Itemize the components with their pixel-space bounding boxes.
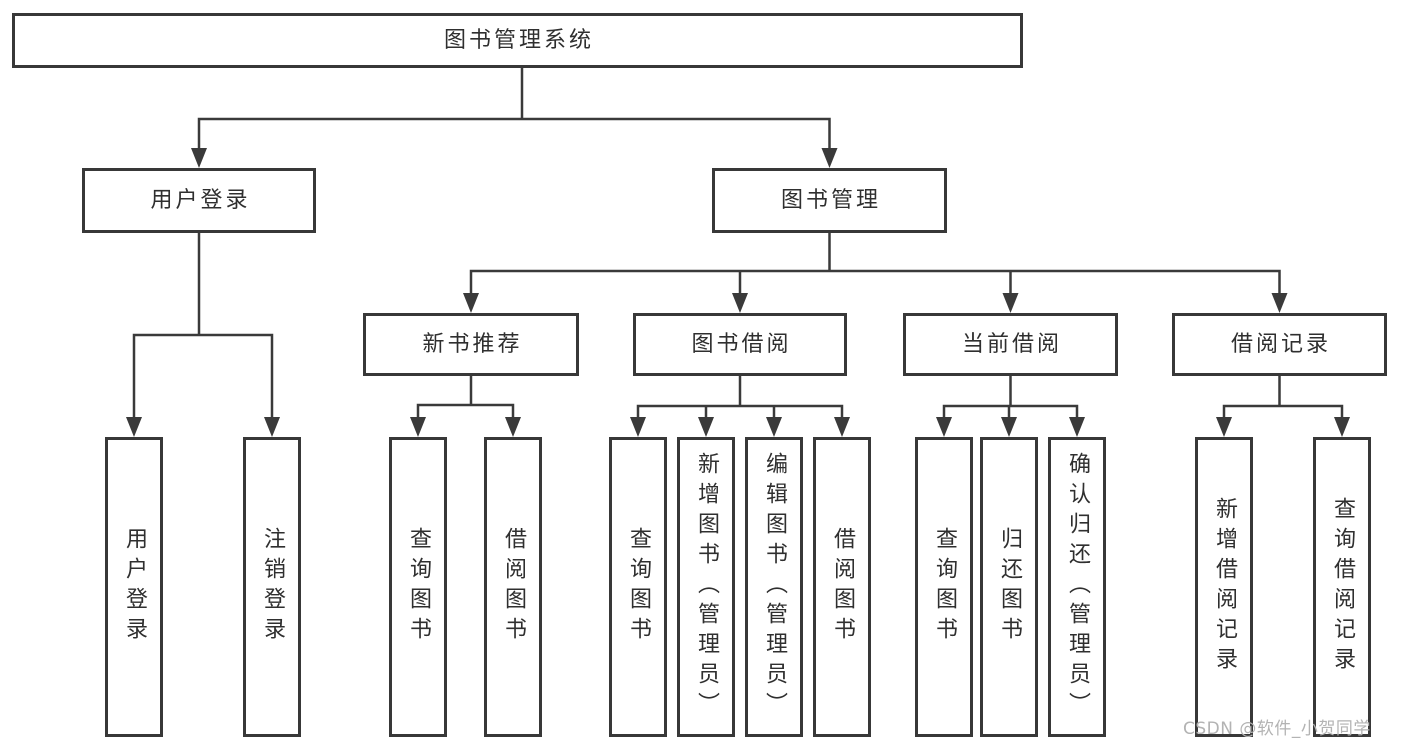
node-leaf-confirm: 确认归还（管理员） [1048,437,1106,737]
node-leaf-borrow-2: 借阅图书 [813,437,871,737]
node-leaf-query-1: 查询图书 [389,437,447,737]
node-leaf-return: 归还图书 [980,437,1038,737]
arrowhead-to-borrow [732,293,748,313]
arrowhead-to-leaf-add-book [698,417,714,437]
edges-from-borrow [630,374,850,437]
node-leaf-query-3: 查询图书 [915,437,973,737]
arrowhead-to-leaf-user-login [126,417,142,437]
edges-from-user-login [126,231,280,437]
arrowhead-to-book-mgmt [821,148,838,168]
node-current: 当前借阅 [903,313,1118,376]
edge-path-from-records [1222,374,1344,423]
arrowhead-to-leaf-edit-book [766,417,782,437]
arrowhead-to-leaf-query-1 [410,417,426,437]
edges-from-records [1216,374,1350,437]
arrowhead-to-leaf-borrow-1 [505,417,521,437]
node-leaf-logout: 注销登录 [243,437,301,737]
arrowhead-to-records [1271,293,1288,313]
edges-from-root [191,66,838,168]
arrowhead-to-leaf-query-record [1334,417,1350,437]
edges-from-new-rec [410,374,521,437]
edges-from-book-mgmt [463,231,1288,313]
arrowhead-to-current [1002,293,1019,313]
node-leaf-edit-book: 编辑图书（管理员） [745,437,803,737]
arrowhead-to-leaf-confirm [1069,417,1085,437]
node-leaf-query-2: 查询图书 [609,437,667,737]
edge-path-from-book-mgmt [469,231,1281,299]
arrowhead-to-leaf-query-2 [630,417,646,437]
node-leaf-query-record: 查询借阅记录 [1313,437,1371,737]
edge-path-from-root [197,66,831,154]
edge-path-from-user-login [132,231,274,423]
node-user-login: 用户登录 [82,168,316,233]
node-leaf-add-record: 新增借阅记录 [1195,437,1253,737]
node-leaf-user-login: 用户登录 [105,437,163,737]
edge-path-from-borrow [636,374,844,423]
arrowhead-to-new-rec [463,293,479,313]
arrowhead-to-leaf-return [1001,417,1017,437]
node-root: 图书管理系统 [12,13,1023,68]
arrowhead-to-user-login [191,148,207,168]
edges-from-current [936,374,1085,437]
arrowhead-to-leaf-borrow-2 [834,417,850,437]
arrowhead-to-leaf-query-3 [936,417,952,437]
node-records: 借阅记录 [1172,313,1387,376]
arrowhead-to-leaf-logout [264,417,280,437]
watermark-text: CSDN @软件_小贺同学 [1183,719,1371,739]
node-new-rec: 新书推荐 [363,313,579,376]
node-borrow: 图书借阅 [633,313,847,376]
edge-path-from-current [942,374,1079,423]
edge-path-from-new-rec [416,374,515,423]
arrowhead-to-leaf-add-record [1216,417,1232,437]
node-book-mgmt: 图书管理 [712,168,947,233]
node-leaf-borrow-1: 借阅图书 [484,437,542,737]
node-leaf-add-book: 新增图书（管理员） [677,437,735,737]
